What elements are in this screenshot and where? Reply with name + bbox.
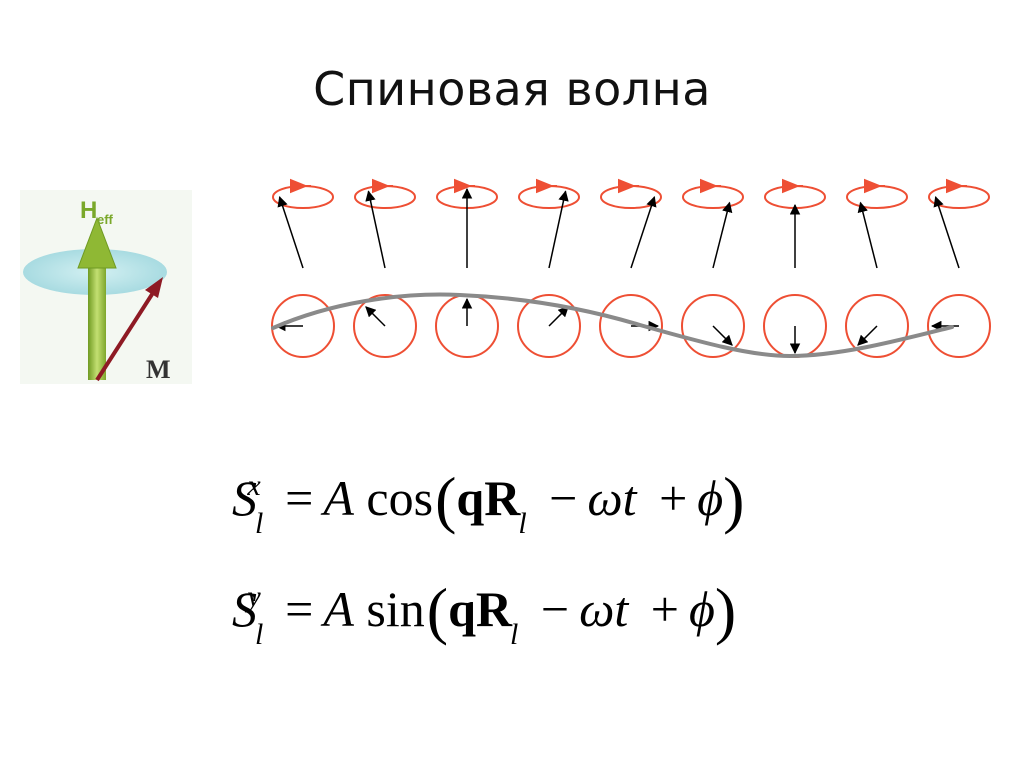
precession-orbit (846, 185, 908, 209)
slide-title: Спиновая волна (313, 62, 711, 116)
eq2-open-paren: ( (426, 575, 449, 646)
projection-circle (353, 294, 417, 358)
eq2-superscript: y (247, 580, 261, 613)
projection-circle (599, 294, 663, 358)
spin-vector (630, 196, 657, 269)
eq1-symbol: S (232, 470, 257, 526)
eq2-t: t (614, 581, 629, 637)
spin-vector (548, 190, 569, 269)
equation-sx: Slx =A cos(qRl −ωt +ϕ) (232, 462, 744, 539)
spin-precession-row (272, 178, 990, 269)
eq2-R-subscript: l (510, 618, 519, 651)
projected-spin-arrow (712, 325, 733, 346)
eq1-R-subscript: l (518, 507, 527, 540)
eq2-R: R (475, 581, 513, 637)
projection-circle (927, 294, 991, 358)
eq2-function: sin (366, 581, 425, 637)
eq1-amplitude: A (323, 470, 354, 526)
eq1-superscript: x (247, 469, 261, 502)
precession-diagram: H eff M (20, 190, 192, 384)
eq2-subscript: l (255, 618, 264, 651)
spin-vector (933, 196, 960, 269)
spin-vector (365, 190, 386, 269)
magnetization-arrow (95, 283, 160, 382)
eq2-omega: ω (579, 581, 615, 637)
precession-orbit (354, 185, 416, 209)
projected-spin-arrow (548, 306, 569, 327)
eq1-phi: ϕ (697, 470, 724, 526)
eq1-close-paren: ) (723, 464, 745, 535)
eq2-amplitude: A (323, 581, 354, 637)
projection-circle (271, 294, 335, 358)
precession-orbit (764, 185, 826, 209)
eq1-q: q (456, 470, 485, 526)
heff-subscript: eff (97, 212, 114, 227)
heff-arrow-shaft (88, 262, 106, 380)
spin-vector (277, 196, 304, 269)
eq2-close-paren: ) (714, 575, 737, 646)
spin-vector (857, 201, 878, 269)
eq1-minus: − (549, 470, 578, 526)
eq1-function: cos (366, 470, 434, 526)
heff-label: H (80, 197, 97, 224)
eq1-omega: ω (587, 470, 623, 526)
eq2-q: q (448, 581, 476, 637)
eq1-plus: + (659, 470, 688, 526)
heff-arrow-head (77, 216, 117, 269)
eq1-open-paren: ( (435, 464, 457, 535)
eq1-equals: = (285, 470, 314, 526)
eq1-R: R (484, 470, 521, 526)
eq2-equals: = (285, 581, 314, 637)
precession-orbit (518, 185, 580, 209)
magnetization-label: M (146, 355, 171, 384)
projection-circle (845, 294, 909, 358)
eq1-subscript: l (255, 507, 264, 540)
projection-circle (681, 294, 745, 358)
eq1-t: t (622, 470, 637, 526)
magnetization-arrow-head (145, 277, 163, 298)
precession-orbit (682, 185, 744, 209)
spin-vector (712, 201, 733, 269)
equation-sy: Sly =A sin(qRl −ωt +ϕ) (232, 573, 736, 650)
projected-spin-arrow (365, 306, 386, 327)
projection-circle (517, 294, 581, 358)
projected-spin-arrow (857, 325, 878, 346)
eq2-symbol: S (232, 581, 257, 637)
eq2-phi: ϕ (688, 581, 715, 637)
spin-wave-curve (271, 292, 954, 359)
eq2-plus: + (650, 581, 679, 637)
spin-projection-row (271, 294, 991, 358)
eq2-minus: − (540, 581, 570, 637)
